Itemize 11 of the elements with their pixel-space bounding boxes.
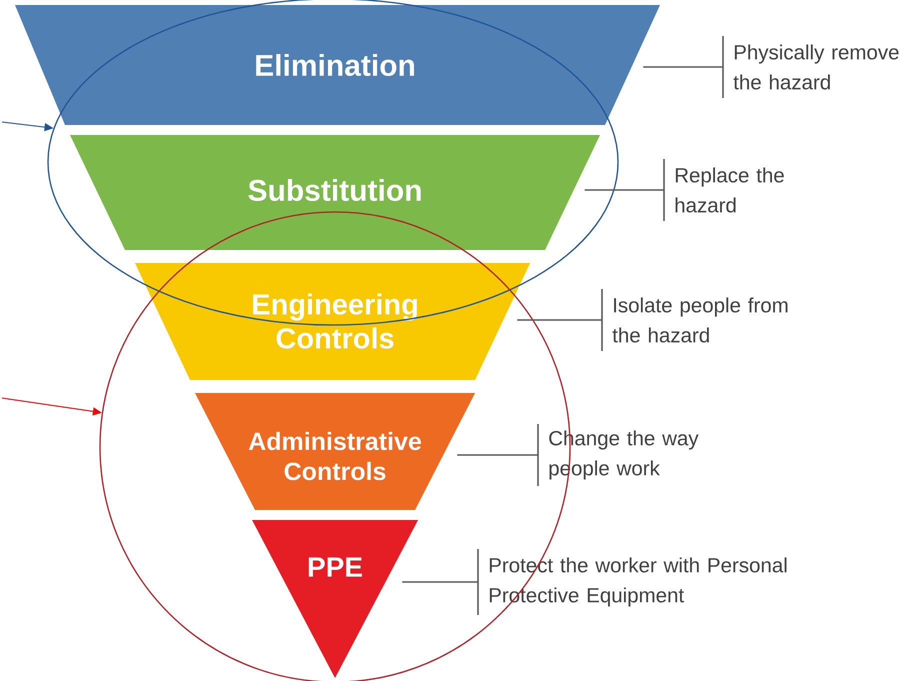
hazard-band: Substitution [70,135,600,250]
description-text: Isolate people from the hazard [601,289,788,351]
hazard-band: Elimination [15,5,660,125]
leader-line [643,66,723,68]
leader-line [457,454,538,456]
leader-line [402,581,478,583]
leader-line [584,189,664,191]
hazard-band: Administrative Controls [195,393,475,510]
description-text: Replace the hazard [663,159,784,221]
leader-line [517,319,602,321]
description-text: Physically remove the hazard [722,36,899,98]
